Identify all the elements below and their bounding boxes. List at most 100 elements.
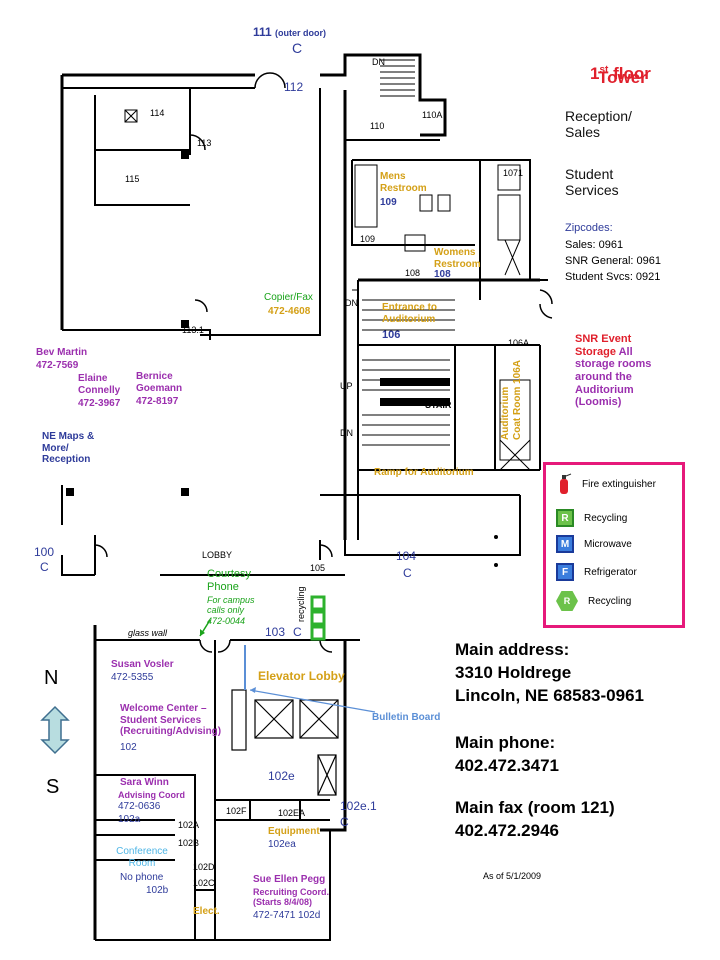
bev-martin-phone: 472-7569 xyxy=(36,360,79,371)
legend-recycling-label: Recycling xyxy=(584,512,628,524)
room-103-c: C xyxy=(293,625,302,639)
room-108-plan: 108 xyxy=(405,268,421,278)
main-city: Lincoln, NE 68583-0961 xyxy=(455,686,644,705)
zipcodes-title: Zipcodes: xyxy=(565,222,613,234)
recycling-icon: R xyxy=(556,509,574,527)
main-address-label: Main address: xyxy=(455,640,570,659)
sue-ellen-pegg-name: Sue Ellen Pegg xyxy=(253,874,326,885)
room-104-c: C xyxy=(403,566,412,580)
womens-restroom-label: Womens Restroom xyxy=(434,247,481,270)
elaine-connelly-phone: 472-3967 xyxy=(78,398,121,409)
sue-ellen-pegg-role: Recruiting Coord. (Starts 8/4/08) xyxy=(253,887,329,908)
legend-box: Fire extinguisher R Recycling M Microwav… xyxy=(543,462,685,628)
as-of-date: As of 5/1/2009 xyxy=(483,871,542,881)
room-102a-plan: 102A xyxy=(178,820,200,830)
room-102ea-plan: 102EA xyxy=(278,808,306,818)
legend-microwave-label: Microwave xyxy=(584,538,632,550)
no-phone-label: No phone xyxy=(120,872,164,883)
sara-winn-room: 102a xyxy=(118,814,141,825)
room-102c-plan: 102C xyxy=(193,878,215,888)
legend-fire-row: Fire extinguisher xyxy=(556,473,656,495)
main-phone: 402.472.3471 xyxy=(455,756,559,775)
student-services-label: Student Services xyxy=(565,166,619,199)
room-112: 112 xyxy=(284,80,304,94)
glass-wall-label: glass wall xyxy=(128,628,168,638)
legend-recycling-hex-row: R Recycling xyxy=(556,591,631,611)
sara-winn-name: Sara Winn xyxy=(120,777,169,788)
room-110a: 110A xyxy=(422,110,443,120)
courtesy-phone-label: Courtesy Phone xyxy=(207,568,252,593)
microwave-icon: M xyxy=(556,535,574,553)
stair-dn-3: DN xyxy=(372,57,385,67)
recycling-vertical-label: recycling xyxy=(296,586,306,622)
main-fax: 402.472.2946 xyxy=(455,821,559,840)
equipment-room: 102ea xyxy=(268,839,296,850)
compass-south: S xyxy=(46,776,60,798)
room-105: 105 xyxy=(310,563,326,573)
entrance-auditorium-label: Entrance to Auditorium xyxy=(382,302,438,325)
electrical-label: Elect. xyxy=(193,906,220,917)
bulletin-board-label: Bulletin Board xyxy=(372,712,441,723)
building-title: Tower xyxy=(598,68,647,87)
womens-restroom-number: 108 xyxy=(434,269,451,280)
room-100-c: C xyxy=(40,560,49,574)
sue-ellen-pegg-phone: 472-7471 102d xyxy=(253,910,321,921)
refrigerator-icon: F xyxy=(556,563,574,581)
legend-fire-label: Fire extinguisher xyxy=(582,478,656,490)
room-102e1-c: C xyxy=(340,815,349,829)
room-103: 103 xyxy=(265,625,286,639)
elevator-lobby-label: Elevator Lobby xyxy=(258,669,345,683)
compass-north: N xyxy=(44,667,59,689)
zip-student-svcs: Student Svcs: 0921 xyxy=(565,271,661,283)
ramp-auditorium-label: Ramp for Auditorium xyxy=(374,467,474,478)
room-109-plan: 109 xyxy=(360,234,376,244)
recycling-hex-icon: R xyxy=(556,591,578,611)
bernice-goemann-phone: 472-8197 xyxy=(136,396,179,407)
legend-recycling-hex-label: Recycling xyxy=(588,595,632,607)
snr-event-storage: SNR Event Storage All storage rooms arou… xyxy=(575,333,652,409)
room-102e: 102e xyxy=(268,769,295,783)
room-111-c: C xyxy=(292,40,303,56)
room-114: 114 xyxy=(150,108,165,118)
room-102d-plan: 102D xyxy=(193,862,215,872)
legend-microwave-row: M Microwave xyxy=(556,535,632,553)
legend-recycling-row: R Recycling xyxy=(556,509,627,527)
elaine-connelly-name: Elaine Connelly xyxy=(78,373,121,396)
lobby-label: LOBBY xyxy=(202,550,233,560)
floor-title: 1st floor xyxy=(590,63,651,83)
copier-fax-number: 472-4608 xyxy=(268,306,311,317)
copier-fax-label: Copier/Fax xyxy=(264,292,313,303)
room-111: 111 (outer door) xyxy=(253,25,327,39)
main-fax-label: Main fax (room 121) xyxy=(455,798,615,817)
susan-vosler-phone: 472-5355 xyxy=(111,672,154,683)
stair-label: STAIR xyxy=(425,400,452,410)
compass-arrow-icon xyxy=(40,705,70,755)
room-106a-plan: 106A xyxy=(508,338,530,348)
main-street: 3310 Holdrege xyxy=(455,663,572,682)
room-100: 100 xyxy=(34,545,55,559)
stair-dn-1: DN xyxy=(345,298,358,308)
room-110: 110 xyxy=(370,121,385,131)
ne-maps-label: NE Maps & More/ Reception xyxy=(42,431,95,465)
sara-winn-phone: 472-0636 xyxy=(118,801,161,812)
legend-refrigerator-label: Refrigerator xyxy=(584,566,637,578)
zip-sales: Sales: 0961 xyxy=(565,239,624,251)
sara-winn-role: Advising Coord xyxy=(118,790,185,800)
room-102b-plan: 102B xyxy=(178,838,200,848)
welcome-center-label: Welcome Center – Student Services (Recru… xyxy=(120,703,222,737)
stair-up: UP xyxy=(340,381,353,391)
susan-vosler-name: Susan Vosler xyxy=(111,659,174,670)
entrance-auditorium-number: 106 xyxy=(382,329,401,341)
room-115: 115 xyxy=(125,174,140,184)
reception-sales-label: Reception/ Sales xyxy=(565,108,632,141)
main-phone-label: Main phone: xyxy=(455,733,556,752)
mens-restroom-label: Mens Restroom xyxy=(380,171,427,194)
room-1071: 1071 xyxy=(503,168,524,178)
coat-room-label: Auditorium Coat Room 106A xyxy=(500,359,523,440)
room-102f: 102F xyxy=(226,806,247,816)
conference-room-number: 102b xyxy=(146,885,169,896)
legend-refrigerator-row: F Refrigerator xyxy=(556,563,637,581)
bev-martin-name: Bev Martin xyxy=(36,347,88,358)
room-113-1: 113.1 xyxy=(182,325,204,335)
